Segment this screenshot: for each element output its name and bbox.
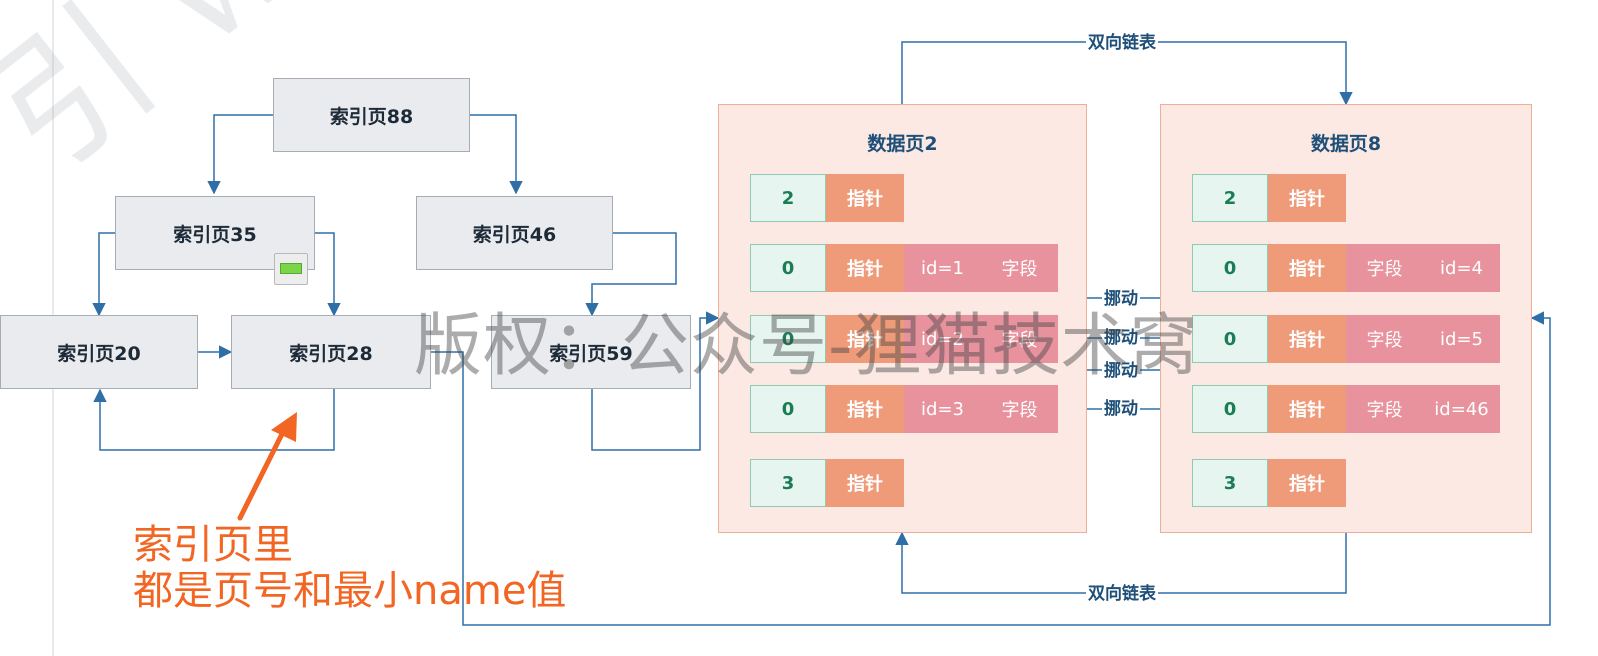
record-type: 0 bbox=[750, 315, 826, 363]
edge-88-46 bbox=[470, 114, 523, 195]
edge-35-28 bbox=[315, 232, 341, 317]
record-row: 0 指针 字段 id=5 bbox=[1192, 315, 1500, 363]
record-field: 字段 bbox=[1346, 385, 1423, 433]
record-type: 3 bbox=[1192, 459, 1268, 507]
move-label: 挪动 bbox=[1102, 328, 1140, 348]
index-page-28: 索引页28 bbox=[231, 315, 431, 389]
record-pointer: 指针 bbox=[826, 385, 904, 433]
index-page-59: 索引页59 bbox=[491, 315, 691, 389]
record-field: id=3 bbox=[904, 385, 981, 433]
index-page-20: 索引页20 bbox=[0, 315, 198, 389]
move-label: 挪动 bbox=[1102, 289, 1140, 309]
record-field: 字段 bbox=[1346, 315, 1423, 363]
record-row: 3 指针 bbox=[750, 459, 904, 507]
record-type: 0 bbox=[750, 244, 826, 292]
edge-88-35 bbox=[207, 114, 273, 195]
doubly-linked-list-label-bottom: 双向链表 bbox=[1086, 584, 1158, 604]
record-pointer: 指针 bbox=[826, 244, 904, 292]
record-field: id=2 bbox=[904, 315, 981, 363]
record-row: 0 指针 字段 id=4 bbox=[1192, 244, 1500, 292]
annotation-line-2: 都是页号和最小name值 bbox=[133, 568, 567, 614]
data-page-8: 数据页8 2 指针 0 指针 字段 id=4 0 指针 字段 id=5 0 指针… bbox=[1160, 104, 1532, 533]
record-pointer: 指针 bbox=[826, 459, 904, 507]
annotation-line-1: 索引页里 bbox=[133, 522, 293, 568]
record-pointer: 指针 bbox=[1268, 459, 1346, 507]
edge-35-20 bbox=[92, 232, 115, 317]
record-type: 0 bbox=[1192, 315, 1268, 363]
edge-28-page8 bbox=[431, 311, 1551, 626]
move-label: 挪动 bbox=[1102, 361, 1140, 381]
record-row: 0 指针 id=1 字段 bbox=[750, 244, 1058, 292]
record-field: id=1 bbox=[904, 244, 981, 292]
record-type: 2 bbox=[1192, 174, 1268, 222]
record-row: 0 指针 id=2 字段 bbox=[750, 315, 1058, 363]
record-field: 字段 bbox=[981, 315, 1058, 363]
battery-icon bbox=[274, 253, 308, 285]
record-field: id=4 bbox=[1423, 244, 1500, 292]
edge-28-20 bbox=[93, 388, 335, 451]
edge-46-59 bbox=[585, 232, 677, 317]
index-page-88: 索引页88 bbox=[273, 78, 470, 152]
record-row: 3 指针 bbox=[1192, 459, 1346, 507]
data-page-title: 数据页8 bbox=[1310, 133, 1382, 155]
data-page-title: 数据页2 bbox=[867, 133, 938, 155]
record-pointer: 指针 bbox=[1268, 385, 1346, 433]
record-row: 2 指针 bbox=[1192, 174, 1346, 222]
data-page-2: 数据页2 2 指针 0 指针 id=1 字段 0 指针 id=2 字段 0 指针… bbox=[718, 104, 1087, 533]
record-type: 3 bbox=[750, 459, 826, 507]
record-field: id=46 bbox=[1423, 385, 1500, 433]
annotation-text: 索引页里 都是页号和最小name值 bbox=[133, 522, 566, 614]
record-pointer: 指针 bbox=[1268, 244, 1346, 292]
record-field: id=5 bbox=[1423, 315, 1500, 363]
record-type: 0 bbox=[1192, 244, 1268, 292]
move-label: 挪动 bbox=[1102, 399, 1140, 419]
record-field: 字段 bbox=[981, 244, 1058, 292]
record-type: 2 bbox=[750, 174, 826, 222]
record-type: 0 bbox=[750, 385, 826, 433]
record-pointer: 指针 bbox=[1268, 174, 1346, 222]
record-pointer: 指针 bbox=[826, 315, 904, 363]
record-field: 字段 bbox=[981, 385, 1058, 433]
doubly-linked-list-label-top: 双向链表 bbox=[1086, 33, 1158, 53]
record-row: 0 指针 字段 id=46 bbox=[1192, 385, 1500, 433]
record-pointer: 指针 bbox=[826, 174, 904, 222]
copyright-watermark: 版权：公众号-狸猫技术窝 bbox=[414, 307, 1199, 386]
record-type: 0 bbox=[1192, 385, 1268, 433]
record-row: 0 指针 id=3 字段 bbox=[750, 385, 1058, 433]
record-pointer: 指针 bbox=[1268, 315, 1346, 363]
index-page-46: 索引页46 bbox=[416, 196, 613, 270]
record-field: 字段 bbox=[1346, 244, 1423, 292]
edge-59-page2 bbox=[591, 311, 720, 451]
record-row: 2 指针 bbox=[750, 174, 904, 222]
